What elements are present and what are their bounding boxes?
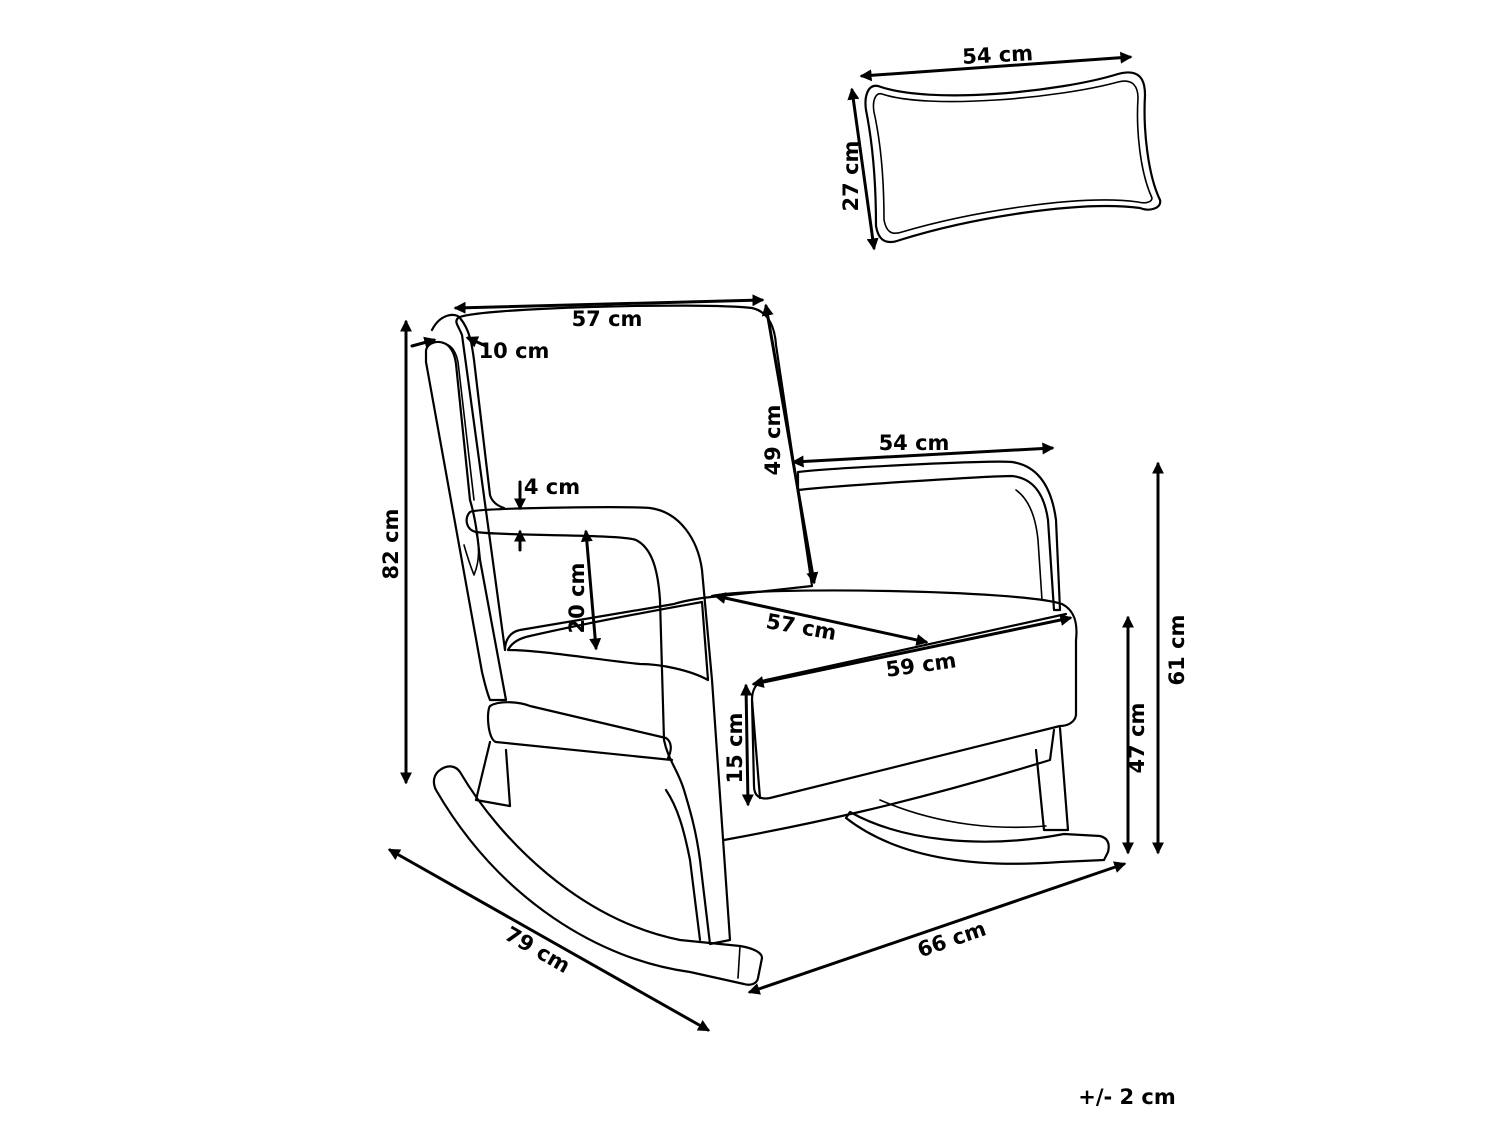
pillow-outline <box>864 71 1162 244</box>
dimension-lines <box>387 51 1164 1032</box>
near-back-leg <box>664 788 702 942</box>
dim-armrest-length <box>791 442 1055 468</box>
label-armrest-thick: 4 cm <box>524 475 580 499</box>
dim-back-width <box>453 294 765 314</box>
far-armrest-inner <box>1015 489 1043 601</box>
dim-total-width <box>747 861 1127 995</box>
side-rail <box>486 701 674 762</box>
near-armrest-inner <box>463 531 480 576</box>
left-back-post-inner <box>445 343 475 501</box>
dim-seat-width <box>751 614 1073 688</box>
far-armrest <box>796 460 1062 612</box>
far-rocker <box>844 810 1110 865</box>
label-seat-cushion: 15 cm <box>723 713 747 784</box>
label-total-depth: 79 cm <box>501 922 574 978</box>
dim-back-height <box>761 303 819 585</box>
label-total-height: 82 cm <box>379 509 403 580</box>
dim-total-depth <box>387 848 711 1032</box>
label-arm-above-seat: 20 cm <box>565 563 589 634</box>
dim-back-top-2 <box>465 336 488 348</box>
label-seat-height: 47 cm <box>1125 703 1149 774</box>
dim-arm-above-seat <box>580 529 602 651</box>
near-front-leg <box>474 740 512 808</box>
front-stretcher <box>722 728 1056 842</box>
far-rocker-inner <box>879 799 1047 829</box>
label-tolerance: +/- 2 cm <box>1078 1085 1176 1109</box>
dimension-labels: 54 cm 27 cm 57 cm 10 cm 49 cm 54 cm 4 cm… <box>379 41 1189 1109</box>
dim-back-top <box>410 336 437 349</box>
dim-pillow-width <box>859 51 1133 82</box>
label-back-width: 57 cm <box>572 307 643 331</box>
label-pillow-height: 27 cm <box>839 141 863 212</box>
label-armrest-length: 54 cm <box>879 431 950 455</box>
label-arm-height: 61 cm <box>1165 615 1189 686</box>
left-back-post <box>424 340 508 702</box>
far-legs <box>1034 726 1070 832</box>
label-back-top: 10 cm <box>479 339 550 363</box>
near-rocker <box>432 765 764 986</box>
near-rocker-edge <box>737 945 741 979</box>
dim-seat-cushion <box>740 683 754 807</box>
seat-cushion-side <box>506 600 710 682</box>
dim-pillow-height <box>847 87 879 251</box>
label-pillow-width: 54 cm <box>962 41 1034 69</box>
pillow-drawing <box>864 71 1162 244</box>
pillow-seam <box>872 80 1153 235</box>
label-seat-depth: 57 cm <box>764 609 838 645</box>
label-back-height: 49 cm <box>761 405 785 476</box>
